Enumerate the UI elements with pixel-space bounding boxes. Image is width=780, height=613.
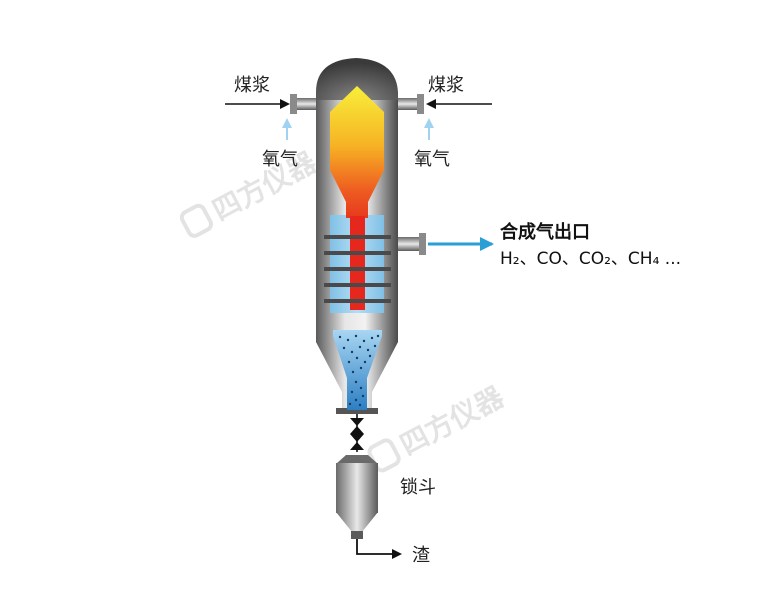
- left-inlet-nozzle: [290, 94, 316, 114]
- watermark-upper: 四方仪器: [179, 145, 322, 238]
- lock-hopper-label: 锁斗: [400, 477, 436, 498]
- syngas-outlet-nozzle: [398, 233, 426, 255]
- syngas-outlet-label: 合成气出口: [500, 221, 590, 243]
- coal-slurry-label-right: 煤浆: [428, 75, 464, 96]
- slag-label: 渣: [412, 545, 430, 566]
- discharge-valve-lower: [350, 434, 364, 450]
- coal-slurry-label-left: 煤浆: [234, 75, 270, 96]
- oxygen-label-left: 氧气: [262, 149, 298, 170]
- slag-particles: [338, 334, 380, 407]
- discharge-valve-upper: [350, 418, 364, 434]
- slag-bed: [333, 330, 382, 410]
- oxygen-label-right: 氧气: [414, 149, 450, 170]
- syngas-components-label: H₂、CO、CO₂、CH₄ ...: [500, 249, 681, 269]
- slag-discharge-arrow: [356, 539, 402, 559]
- vessel-dome: [316, 58, 398, 108]
- right-inlet-nozzle: [398, 94, 424, 114]
- vessel-bottom-flange: [336, 408, 378, 414]
- lock-hopper: [336, 455, 378, 539]
- cooling-rings: [324, 235, 391, 303]
- dip-tube: [350, 216, 365, 310]
- watermark-text-lower: 四方仪器: [395, 380, 510, 462]
- watermark-lower: 四方仪器: [367, 380, 510, 473]
- combustion-flame: [330, 86, 384, 218]
